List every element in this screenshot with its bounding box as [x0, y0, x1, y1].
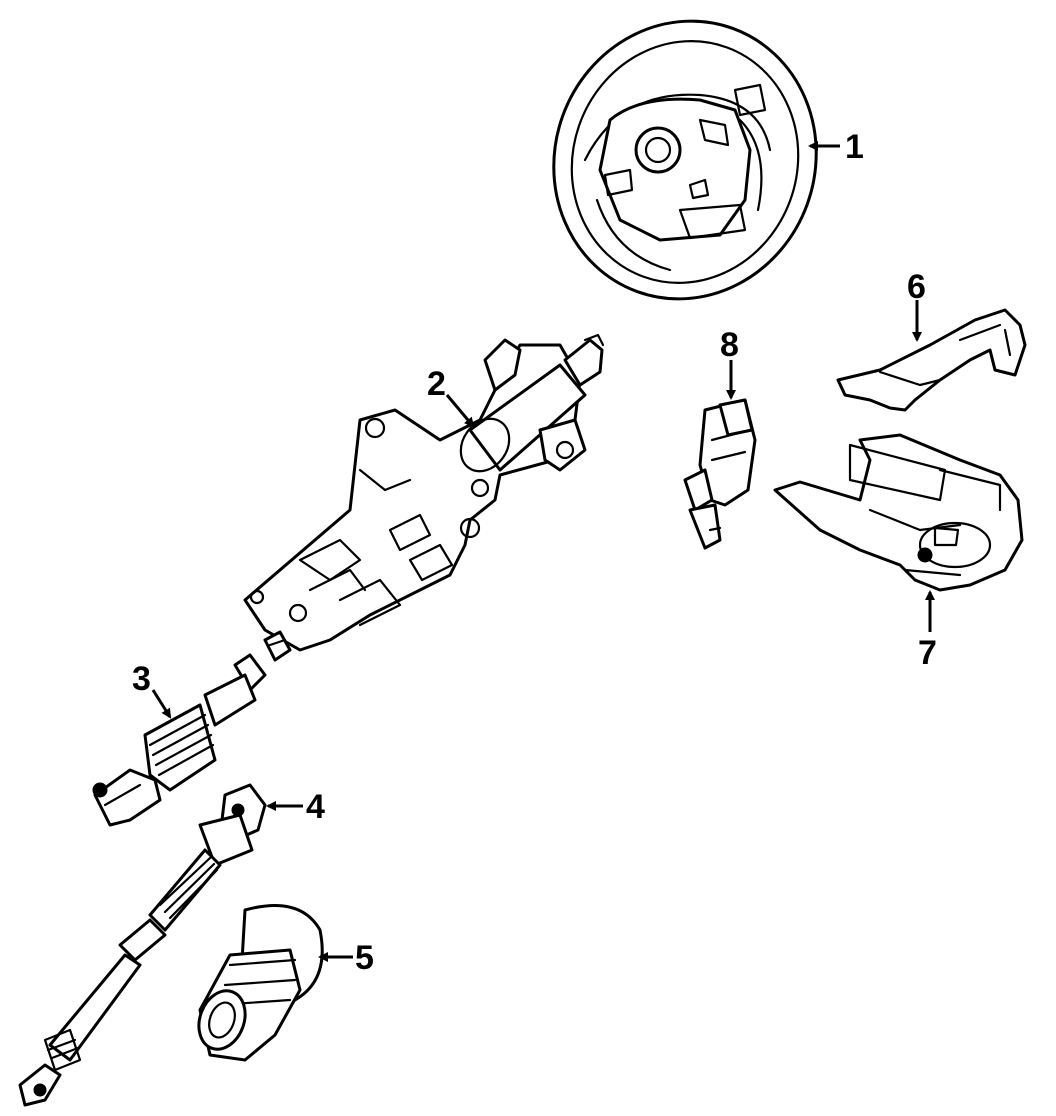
boot-seal-part[interactable] [191, 904, 324, 1062]
callout-8: 8 [720, 326, 739, 400]
callout-3-number: 3 [132, 660, 151, 698]
callout-8-number: 8 [720, 326, 739, 364]
callout-2: 2 [427, 365, 475, 428]
callout-6-number: 6 [907, 268, 926, 306]
steering-column-part[interactable] [243, 333, 605, 662]
callout-4: 4 [266, 788, 325, 826]
callout-6: 6 [907, 268, 926, 342]
callout-2-number: 2 [427, 365, 446, 403]
intermediate-shaft-part[interactable] [18, 783, 267, 1107]
callout-5: 5 [318, 939, 374, 977]
steering-wheel-part[interactable] [515, 0, 855, 336]
callout-7: 7 [918, 590, 937, 672]
callout-3: 3 [132, 660, 172, 719]
lower-shroud-part[interactable] [773, 433, 1024, 592]
upper-shroud-part[interactable] [836, 308, 1027, 412]
ignition-switch-part[interactable] [683, 398, 757, 550]
callout-4-number: 4 [306, 788, 325, 826]
lower-shaft-part[interactable] [92, 653, 267, 827]
callout-1-number: 1 [845, 128, 864, 166]
callout-1: 1 [808, 128, 864, 166]
callout-7-number: 7 [918, 634, 937, 672]
callout-5-number: 5 [355, 939, 374, 977]
